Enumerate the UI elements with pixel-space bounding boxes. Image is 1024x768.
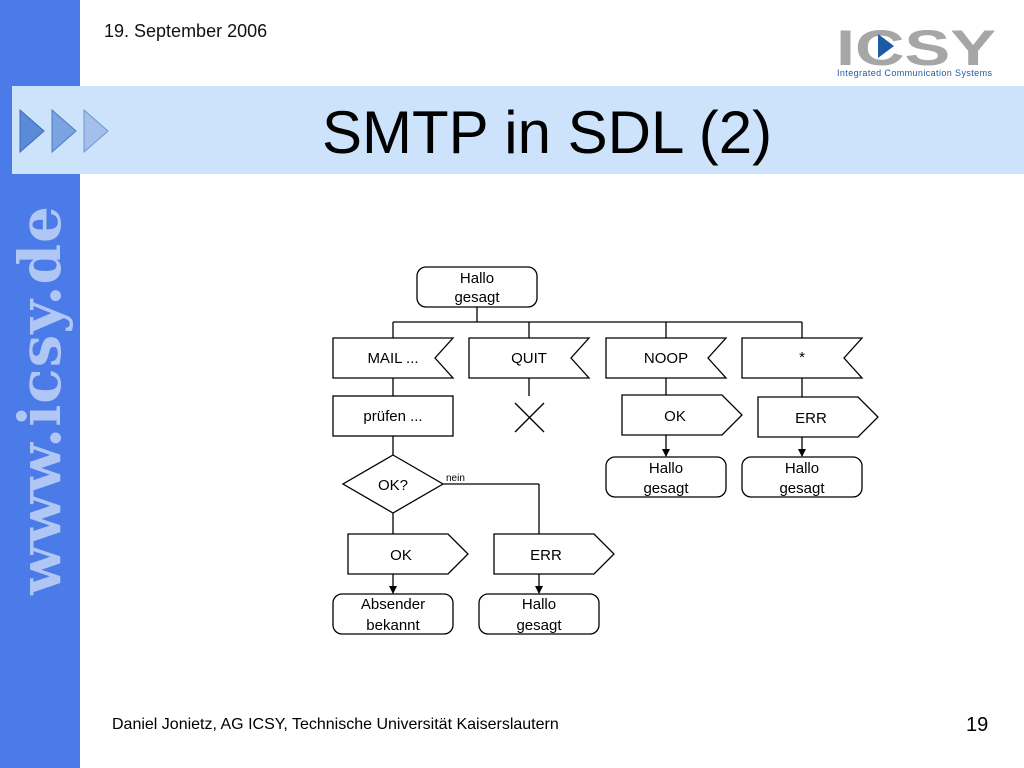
decision-no-label: nein (446, 473, 465, 484)
output-signal-check-err: ERR (493, 533, 615, 575)
next-state-sender-known: Absender bekannt (332, 593, 454, 635)
output-signal-star-err: ERR (757, 396, 879, 438)
start-state: Hallo gesagt (416, 266, 538, 308)
next-state-noop-line2: gesagt (643, 480, 689, 497)
decision-ok: OK? (341, 454, 445, 514)
next-state-sender-known-line2: bekannt (366, 617, 420, 634)
task-check: prüfen ... (332, 395, 454, 437)
output-signal-noop-ok-label: OK (664, 408, 686, 425)
input-signal-quit: QUIT (468, 337, 591, 379)
title-band (12, 86, 1024, 174)
input-signal-mail: MAIL ... (332, 337, 455, 379)
next-state-sender-known-line1: Absender (361, 596, 425, 613)
slide-title: SMTP in SDL (2) (322, 99, 773, 166)
decision-ok-label: OK? (378, 477, 408, 494)
icsy-logo: ICSY (836, 24, 996, 68)
input-signal-star-label: * (799, 349, 805, 366)
slide-date: 19. September 2006 (104, 21, 268, 41)
branch-connectors (392, 307, 803, 338)
next-state-star-line2: gesagt (779, 480, 825, 497)
footer-author: Daniel Jonietz, AG ICSY, Technische Univ… (112, 716, 559, 733)
output-signal-check-ok-label: OK (390, 547, 412, 564)
input-signal-quit-label: QUIT (511, 350, 547, 367)
input-signal-noop-label: NOOP (644, 350, 688, 367)
input-signal-mail-label: MAIL ... (367, 350, 418, 367)
output-signal-check-err-label: ERR (530, 547, 562, 564)
next-state-noop: Hallo gesagt (605, 456, 727, 498)
next-state-check-err-line2: gesagt (516, 617, 562, 634)
logo-subtitle: Integrated Communication Systems (837, 68, 993, 78)
next-state-noop-line1: Hallo (649, 460, 683, 477)
stop-icon (514, 402, 545, 433)
next-state-star-line1: Hallo (785, 460, 819, 477)
input-signal-star: * (741, 337, 864, 379)
output-signal-noop-ok: OK (621, 394, 743, 436)
next-state-check-err-line1: Hallo (522, 596, 556, 613)
next-state-star: Hallo gesagt (741, 456, 863, 498)
next-state-check-err: Hallo gesagt (478, 593, 600, 635)
start-state-line2: gesagt (454, 289, 500, 306)
triple-arrow-icon (19, 108, 109, 154)
start-state-line1: Hallo (460, 270, 494, 287)
task-check-label: prüfen ... (363, 408, 422, 425)
icsy-logo-text: ICSY (836, 24, 996, 68)
logo-triangle-icon (878, 34, 894, 58)
output-signal-star-err-label: ERR (795, 410, 827, 427)
input-signal-noop: NOOP (605, 337, 728, 379)
output-signal-check-ok: OK (347, 533, 469, 575)
page-number: 19 (966, 714, 989, 736)
